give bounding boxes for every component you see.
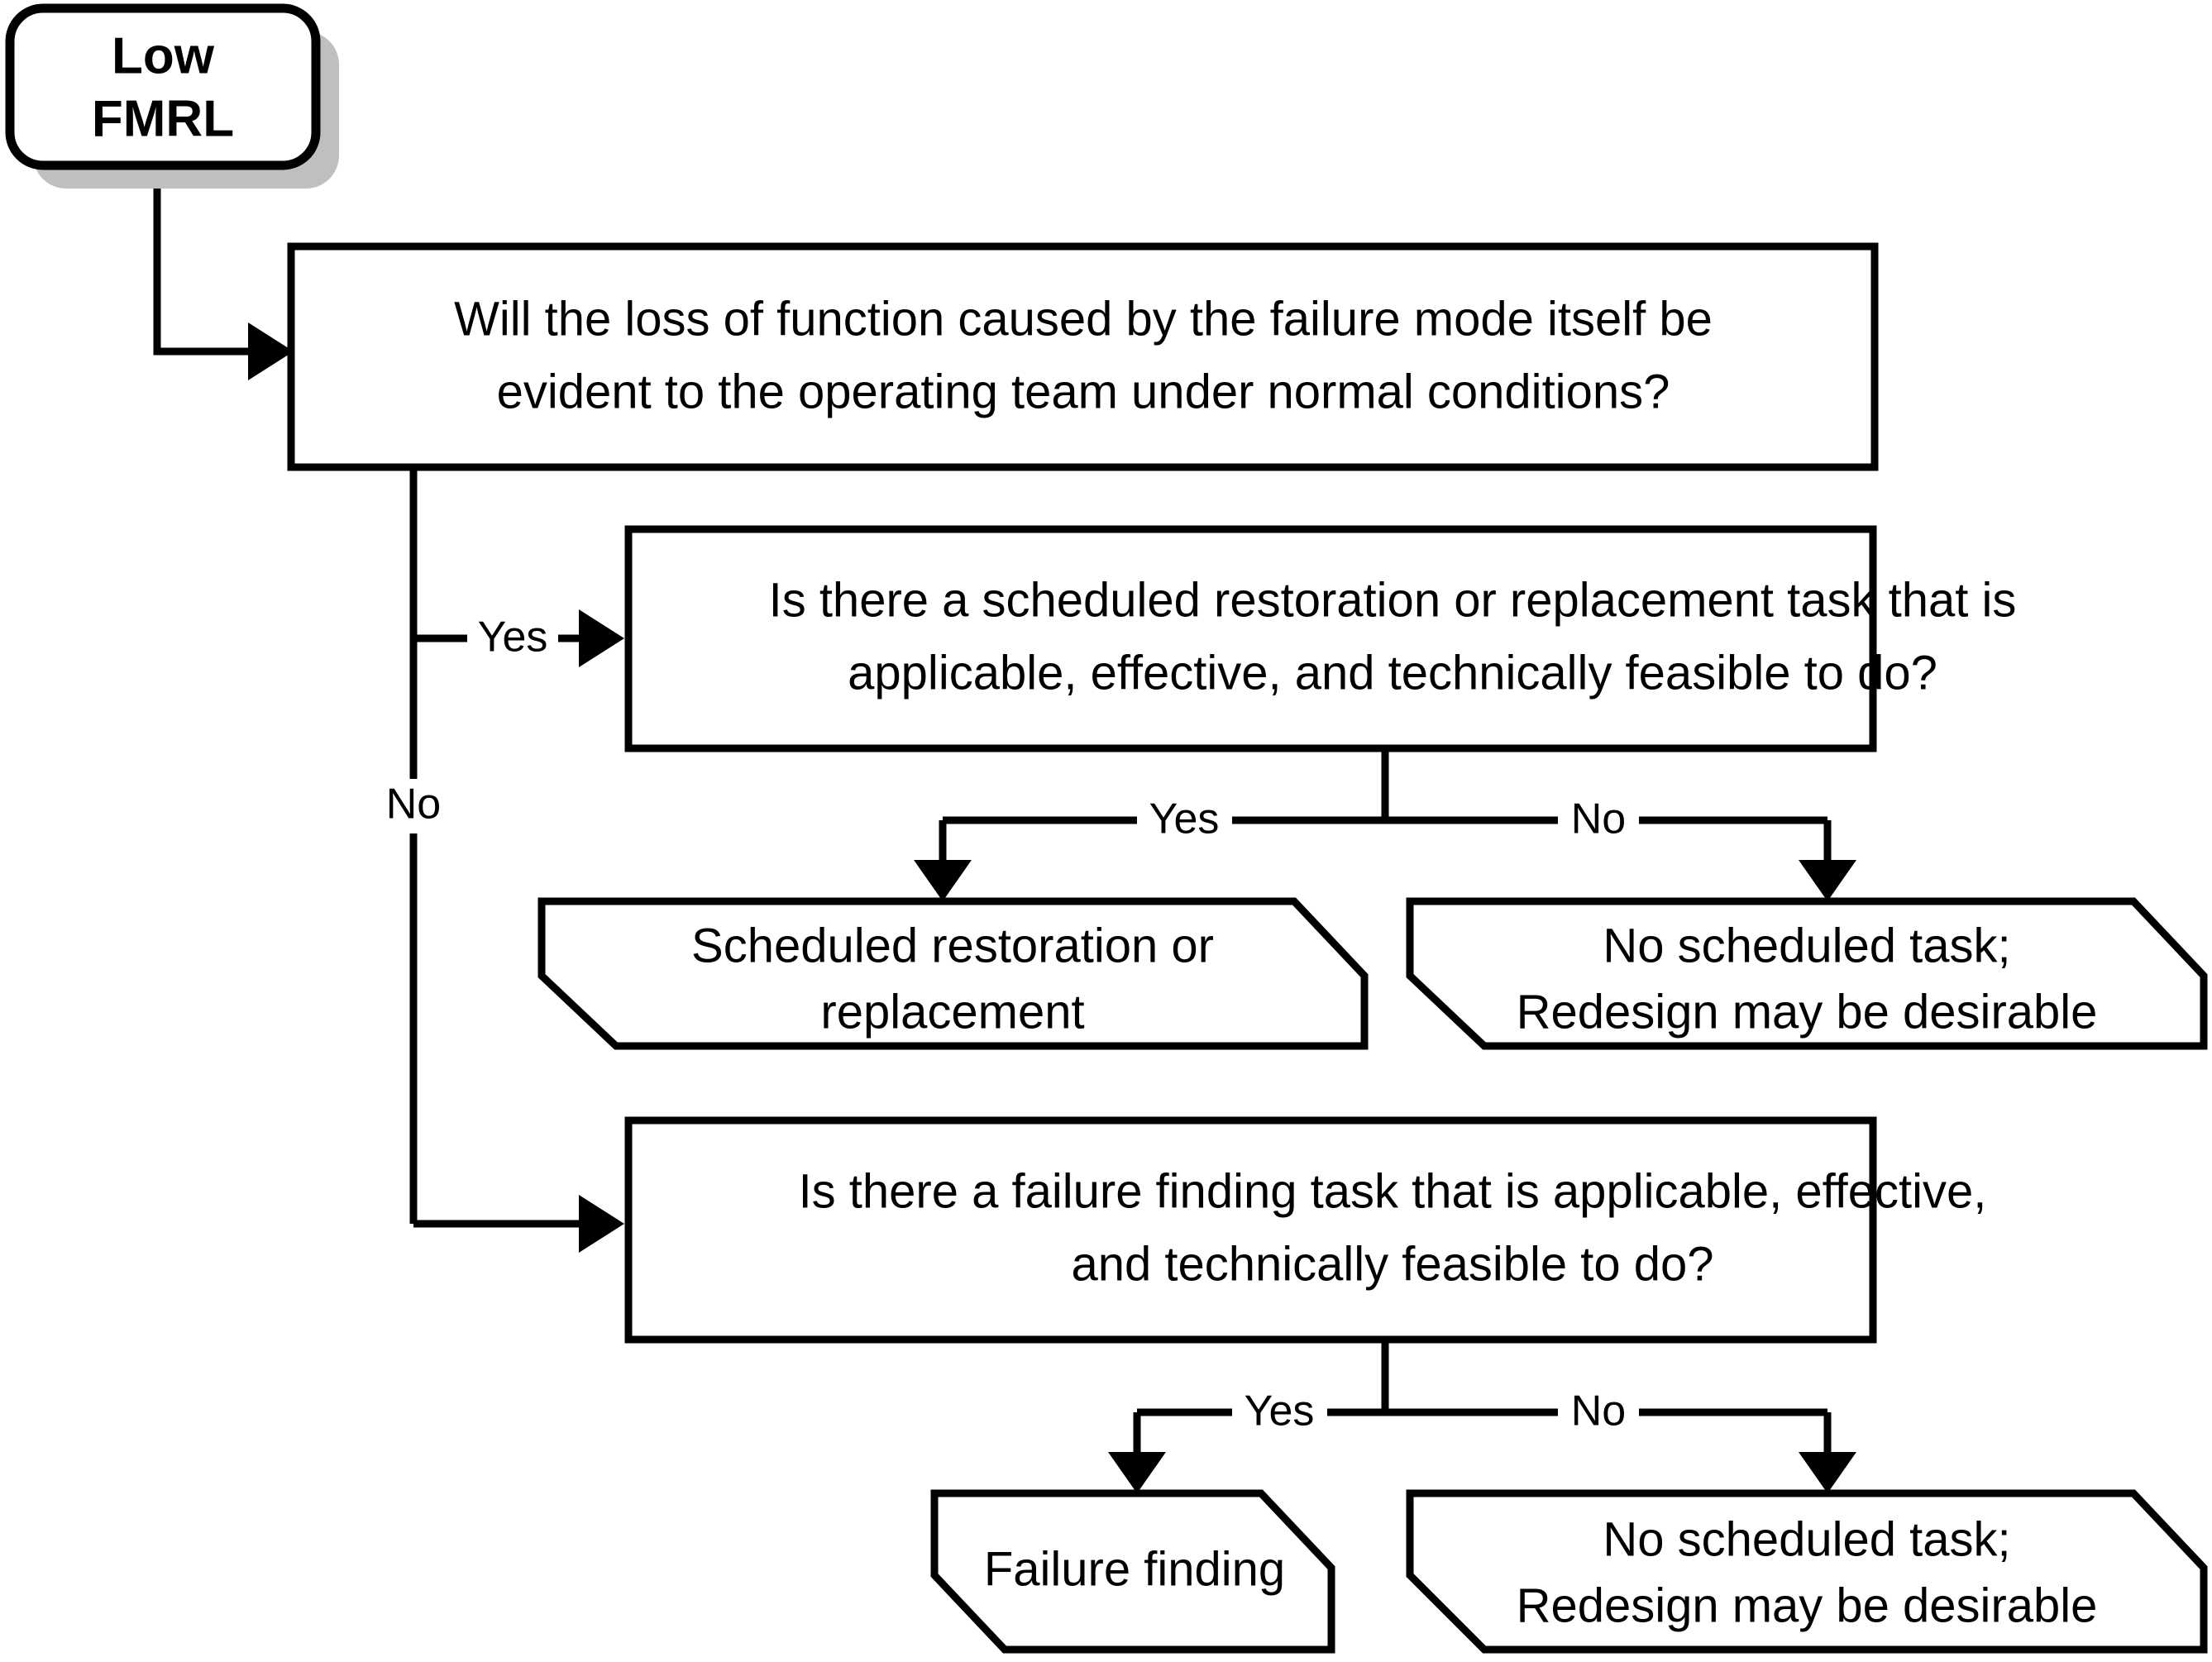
edge-label-q3-no-group: No <box>1558 1386 1639 1439</box>
edge-q2-no-drop <box>1799 820 1856 901</box>
no-scheduled-task-upper-line2: Redesign may be desirable <box>1517 985 2098 1039</box>
low-fmrl-box <box>5 3 321 170</box>
failure-finding-result-line1: Failure finding <box>984 1542 1285 1596</box>
node-scheduled-restoration-result[interactable]: Scheduled restoration or replacement <box>537 897 1369 1050</box>
edge-label-q3-yes: Yes <box>1245 1387 1315 1435</box>
evident-question-box <box>287 242 1879 471</box>
evident-question-line1: Will the loss of function caused by the … <box>454 292 1713 346</box>
node-scheduled-restoration-question[interactable]: Is there a scheduled restoration or repl… <box>624 525 2017 752</box>
no-scheduled-task-lower-line1: No scheduled task; <box>1603 1512 2010 1566</box>
edge-label-q1-no-group: No <box>372 779 455 833</box>
edge-q1-no <box>413 1195 624 1253</box>
edge-label-q3-no: No <box>1571 1387 1626 1435</box>
edge-label-q2-yes: Yes <box>1149 795 1220 843</box>
no-scheduled-task-lower-box <box>1406 1489 2208 1654</box>
edge-label-q1-no: No <box>386 781 441 829</box>
scheduled-restoration-question-line2: applicable, effective, and technically f… <box>848 646 1937 700</box>
no-scheduled-task-upper-box <box>1406 897 2208 1050</box>
failure-finding-result-box <box>930 1489 1335 1654</box>
edge-q2-yes-drop <box>914 820 972 901</box>
edge-label-q1-yes: Yes <box>478 614 548 661</box>
no-scheduled-task-upper-line1: No scheduled task; <box>1603 919 2010 972</box>
edge-label-q2-no-group: No <box>1558 794 1639 847</box>
failure-finding-question-line2: and technically feasible to do? <box>1071 1237 1713 1291</box>
node-evident-question[interactable]: Will the loss of function caused by the … <box>287 242 1879 471</box>
failure-finding-question-line1: Is there a failure finding task that is … <box>799 1164 1987 1218</box>
edge-label-q2-no: No <box>1571 795 1626 843</box>
low-fmrl-label-line2: FMRL <box>92 90 234 147</box>
evident-question-line2: evident to the operating team under norm… <box>497 365 1670 418</box>
edge-start-to-q1 <box>153 178 294 380</box>
failure-finding-question-box <box>624 1116 1877 1344</box>
edge-q3-no-drop <box>1799 1412 1856 1493</box>
scheduled-restoration-result-line1: Scheduled restoration or <box>691 919 1214 972</box>
scheduled-restoration-question-box <box>624 525 1877 752</box>
scheduled-restoration-result-line2: replacement <box>820 985 1084 1039</box>
node-low-fmrl[interactable]: Low FMRL <box>5 3 339 189</box>
edge-label-q3-yes-group: Yes <box>1232 1386 1327 1439</box>
low-fmrl-label-line1: Low <box>112 27 215 84</box>
scheduled-restoration-question-line1: Is there a scheduled restoration or repl… <box>769 573 2017 627</box>
no-scheduled-task-lower-line2: Redesign may be desirable <box>1517 1578 2098 1632</box>
edge-label-q2-yes-group: Yes <box>1137 794 1232 847</box>
node-no-scheduled-task-lower[interactable]: No scheduled task; Redesign may be desir… <box>1406 1489 2208 1654</box>
node-failure-finding-result[interactable]: Failure finding <box>930 1489 1335 1654</box>
node-failure-finding-question[interactable]: Is there a failure finding task that is … <box>624 1116 1987 1344</box>
scheduled-restoration-result-box <box>537 897 1369 1050</box>
edge-label-q1-yes-group: Yes <box>467 612 558 665</box>
edge-q3-yes-drop <box>1108 1412 1166 1493</box>
node-no-scheduled-task-upper[interactable]: No scheduled task; Redesign may be desir… <box>1406 897 2208 1050</box>
